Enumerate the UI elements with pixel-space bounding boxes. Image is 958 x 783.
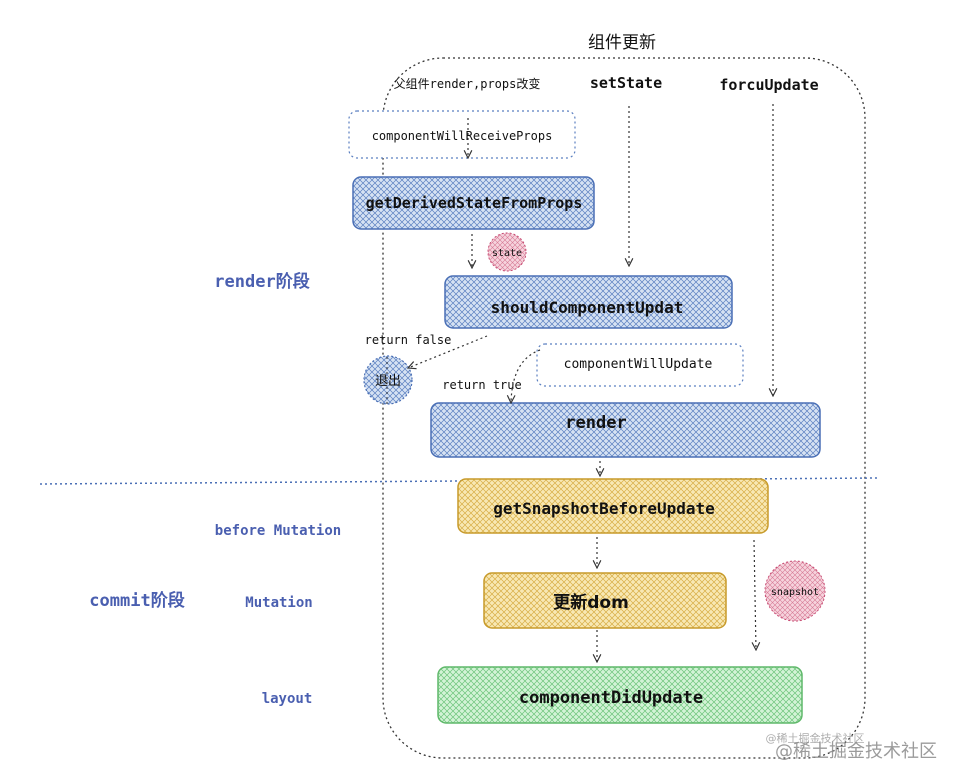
watermark-large: @稀土掘金技术社区 <box>775 741 937 762</box>
node-exit <box>363 355 413 405</box>
edge-label-return-false: return false <box>365 333 452 347</box>
node-get-snapshot-before-update <box>457 478 769 534</box>
node-get-derived-state-from-props <box>352 176 595 230</box>
phase-label-commit: commit阶段 <box>89 590 184 611</box>
arrow-return-false-to-exit <box>408 335 488 368</box>
node-update-dom-label: 更新dom <box>553 592 629 613</box>
trigger-force-update: forcuUpdate <box>719 76 818 94</box>
badge-snapshot-label: snapshot <box>771 587 819 598</box>
node-component-will-receive-props-label: componentWillReceiveProps <box>372 129 553 143</box>
phase-label-mutation: Mutation <box>245 595 312 611</box>
edge-label-return-true: return true <box>442 378 521 392</box>
node-exit-label: 退出 <box>375 374 401 389</box>
node-should-component-update-label: shouldComponentUpdat <box>491 298 684 317</box>
badge-state-label: state <box>492 248 522 259</box>
node-render-label: render <box>565 413 626 433</box>
arrow-snapshot-value-to-did-update <box>754 539 756 650</box>
node-render <box>430 402 821 458</box>
phase-label-render: render阶段 <box>214 271 309 292</box>
arrow-return-true-to-render <box>511 349 541 403</box>
phase-label-before-mutation: before Mutation <box>215 523 341 539</box>
node-get-snapshot-before-update-label: getSnapshotBeforeUpdate <box>493 499 715 518</box>
badge-state <box>487 232 527 272</box>
trigger-parent-render: 父组件render,props改变 <box>394 76 541 91</box>
node-component-did-update-label: componentDidUpdate <box>519 688 703 708</box>
node-component-did-update <box>437 666 803 724</box>
phase-label-layout: layout <box>262 691 313 707</box>
node-component-will-update <box>536 343 744 387</box>
badge-snapshot <box>764 560 826 622</box>
diagram-title: 组件更新 <box>588 33 656 53</box>
node-update-dom <box>483 572 727 629</box>
node-should-component-update <box>444 275 733 329</box>
node-component-will-receive-props <box>348 110 576 159</box>
update-flow-container <box>382 57 866 759</box>
node-component-will-update-label: componentWillUpdate <box>564 357 713 372</box>
trigger-set-state: setState <box>590 74 662 92</box>
watermark-small: @稀土掘金技术社区 <box>766 731 865 745</box>
node-get-derived-state-from-props-label: getDerivedStateFromProps <box>366 194 583 212</box>
